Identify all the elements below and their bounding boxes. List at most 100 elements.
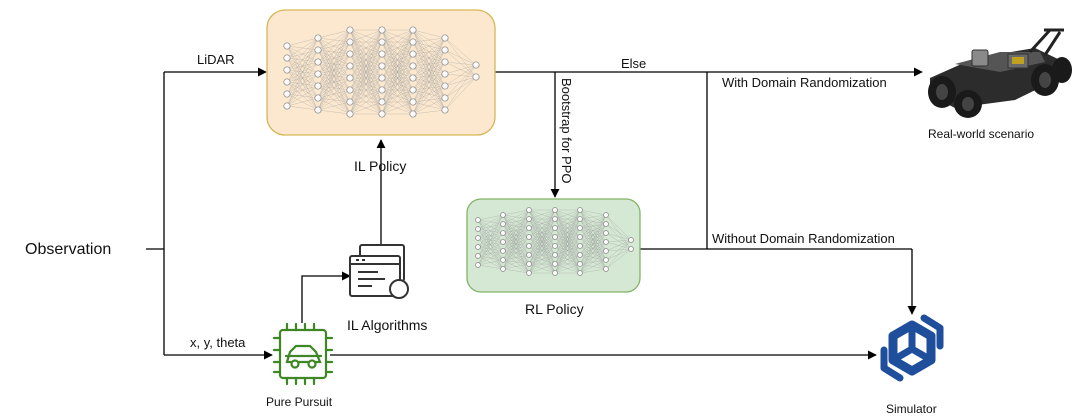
- network-node: [500, 239, 506, 245]
- network-node: [526, 270, 532, 276]
- network-node: [552, 234, 558, 240]
- network-node: [409, 38, 417, 46]
- network-node: [409, 74, 417, 82]
- network-node: [577, 252, 583, 258]
- network-node: [441, 82, 449, 90]
- il-policy-label: IL Policy: [354, 158, 406, 174]
- network-node: [409, 62, 417, 70]
- network-node: [500, 248, 506, 254]
- lidar-label: LiDAR: [197, 52, 235, 67]
- network-node: [314, 34, 322, 42]
- simulator-label: Simulator: [886, 402, 937, 416]
- network-node: [409, 86, 417, 94]
- network-node: [314, 106, 322, 114]
- rc-car-image: [928, 28, 1072, 118]
- network-node: [314, 70, 322, 78]
- network-node: [577, 234, 583, 240]
- network-node: [603, 212, 609, 218]
- network-node: [378, 26, 386, 34]
- network-node: [346, 26, 354, 34]
- real-world-label: Real-world scenario: [928, 127, 1034, 141]
- network-node: [441, 70, 449, 78]
- rl-policy-box: [466, 198, 641, 293]
- network-node: [346, 38, 354, 46]
- network-node: [346, 50, 354, 58]
- network-node: [526, 252, 532, 258]
- network-node: [526, 207, 532, 213]
- network-node: [472, 61, 480, 69]
- bootstrap-label: Bootstrap for PPO: [559, 78, 574, 184]
- network-node: [552, 270, 558, 276]
- network-node: [526, 261, 532, 267]
- network-node: [441, 94, 449, 102]
- network-node: [603, 239, 609, 245]
- network-node: [552, 225, 558, 231]
- mujoco-knot-logo: [880, 314, 944, 382]
- network-node: [577, 216, 583, 222]
- network-node: [500, 212, 506, 218]
- network-node: [475, 253, 481, 259]
- network-node: [603, 221, 609, 227]
- network-node: [314, 46, 322, 54]
- network-node: [475, 226, 481, 232]
- il-neural-network: [283, 26, 480, 118]
- car-chip-icon: [272, 322, 334, 386]
- observation-label: Observation: [25, 241, 111, 258]
- network-node: [577, 225, 583, 231]
- network-node: [577, 261, 583, 267]
- network-node: [500, 266, 506, 272]
- network-node: [552, 216, 558, 222]
- network-node: [409, 110, 417, 118]
- network-node: [441, 58, 449, 66]
- network-node: [441, 46, 449, 54]
- pursuit-to-il-algorithms-arrow: [301, 271, 351, 323]
- network-node: [577, 243, 583, 249]
- network-node: [526, 225, 532, 231]
- network-node: [628, 246, 634, 252]
- network-node: [378, 86, 386, 94]
- network-node: [441, 106, 449, 114]
- network-node: [378, 74, 386, 82]
- network-node: [577, 207, 583, 213]
- network-node: [283, 78, 291, 86]
- network-node: [283, 102, 291, 110]
- network-node: [475, 262, 481, 268]
- network-node: [472, 73, 480, 81]
- network-node: [552, 261, 558, 267]
- rl-neural-network: [475, 207, 634, 276]
- network-node: [378, 98, 386, 106]
- connectors: [146, 67, 923, 360]
- network-node: [603, 266, 609, 272]
- network-node: [346, 74, 354, 82]
- network-node: [409, 50, 417, 58]
- window-gear-icon: [349, 244, 409, 299]
- network-node: [526, 243, 532, 249]
- network-node: [628, 237, 634, 243]
- network-node: [346, 98, 354, 106]
- network-node: [346, 110, 354, 118]
- network-node: [526, 234, 532, 240]
- network-node: [441, 34, 449, 42]
- with-dr-label: With Domain Randomization: [722, 75, 887, 90]
- network-node: [283, 90, 291, 98]
- network-node: [475, 235, 481, 241]
- network-node: [552, 252, 558, 258]
- network-node: [283, 54, 291, 62]
- rl-policy-label: RL Policy: [525, 301, 584, 317]
- network-node: [409, 98, 417, 106]
- else-label: Else: [621, 56, 646, 71]
- network-node: [500, 257, 506, 263]
- network-node: [603, 230, 609, 236]
- network-node: [475, 244, 481, 250]
- pure-pursuit-label: Pure Pursuit: [266, 395, 333, 409]
- network-node: [314, 58, 322, 66]
- il-algorithms-label: IL Algorithms: [347, 317, 427, 333]
- network-node: [346, 62, 354, 70]
- network-node: [603, 248, 609, 254]
- network-node: [409, 26, 417, 34]
- network-node: [475, 217, 481, 223]
- network-node: [283, 42, 291, 50]
- network-node: [378, 38, 386, 46]
- network-node: [314, 94, 322, 102]
